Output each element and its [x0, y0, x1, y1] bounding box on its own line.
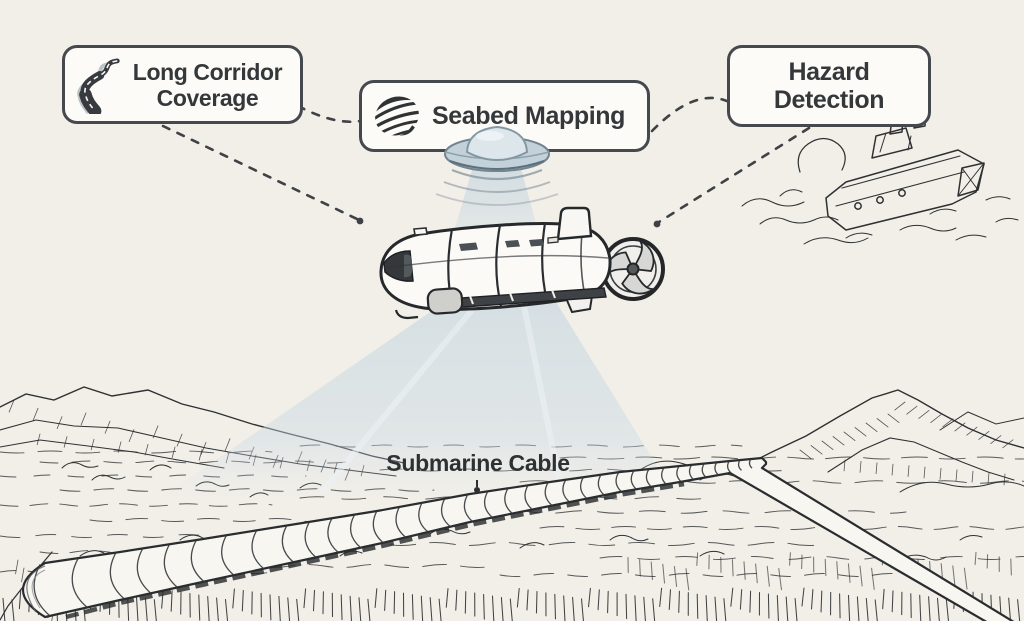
sonar-transducer [430, 114, 564, 178]
submarine-cable-label: Submarine Cable [368, 450, 588, 477]
auv-sail [558, 208, 591, 239]
feature-box-label: Long Corridor Coverage [125, 59, 290, 111]
connector-endpoint-dot [357, 218, 364, 225]
feature-box-label-line2: Detection [738, 86, 920, 114]
connector-seabed-to-hazard [652, 98, 731, 131]
connector-long-corridor-to-auv [163, 126, 357, 219]
feature-box-label: Hazard Detection [738, 58, 920, 115]
winding-road-icon [71, 56, 125, 114]
contour-sphere-icon [372, 91, 422, 141]
feature-box-long-corridor-coverage: Long Corridor Coverage [62, 45, 303, 124]
feature-box-label-line2: Coverage [125, 85, 290, 111]
feature-box-hazard-detection: Hazard Detection [727, 45, 931, 127]
auv-illustration [381, 208, 663, 318]
connector-hazard-to-auv [659, 128, 809, 222]
connector-endpoint-dot [654, 221, 661, 228]
feature-box-label-line1: Hazard [738, 58, 920, 86]
feature-box-label-line1: Long Corridor [125, 59, 290, 85]
